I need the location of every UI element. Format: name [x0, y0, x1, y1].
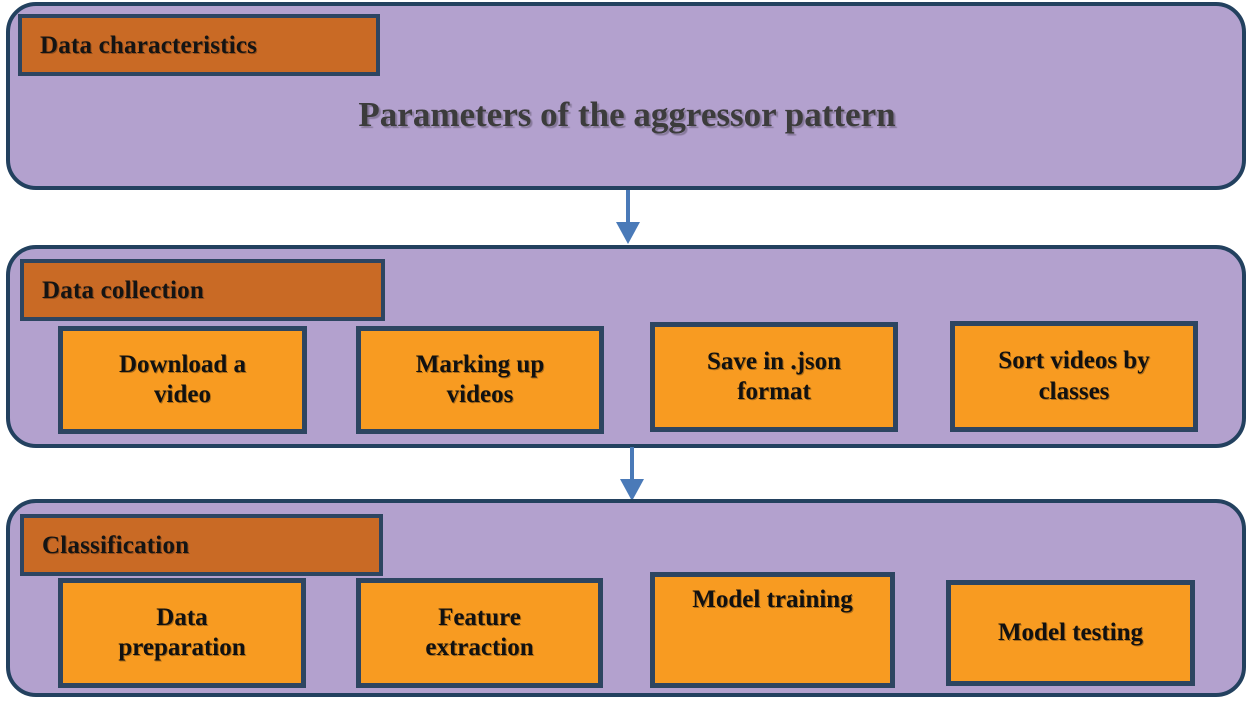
step-box-marking-up-videos: Marking up videos: [356, 326, 604, 434]
step-box-label: Model training: [692, 586, 853, 613]
section-header-data-characteristics: Data characteristics: [18, 14, 380, 76]
arrow-down-icon-2: [612, 447, 652, 503]
step-box-model-training: Model training: [650, 572, 895, 688]
step-box-feature-extraction: Feature extraction: [356, 578, 603, 688]
step-box-label: Model testing: [997, 618, 1144, 646]
section-header-label: Data collection: [42, 276, 204, 304]
arrow-down-icon-1: [608, 190, 648, 246]
section-header-data-collection: Data collection: [20, 259, 385, 321]
step-box-model-testing: Model testing: [946, 580, 1195, 686]
step-box-label: Data preparation: [118, 603, 246, 662]
step-box-label: Sort videos by classes: [998, 347, 1150, 405]
section-header-label: Data characteristics: [40, 31, 258, 59]
step-box-save-in-json-format: Save in .json format: [650, 322, 898, 432]
step-box-data-preparation: Data preparation: [58, 578, 306, 688]
step-box-label: Feature extraction: [425, 603, 534, 662]
step-box-download-a-video: Download a video: [58, 326, 307, 434]
step-box-label: Save in .json format: [706, 347, 842, 406]
step-box-label: Marking up videos: [415, 350, 545, 409]
step-box-label: Download a video: [118, 350, 247, 409]
step-box-sort-videos-by-classes: Sort videos by classes: [950, 321, 1198, 432]
section-header-label: Classification: [42, 531, 190, 559]
section-header-classification: Classification: [20, 514, 383, 576]
page-title: Parameters of the aggressor pattern: [358, 95, 896, 134]
